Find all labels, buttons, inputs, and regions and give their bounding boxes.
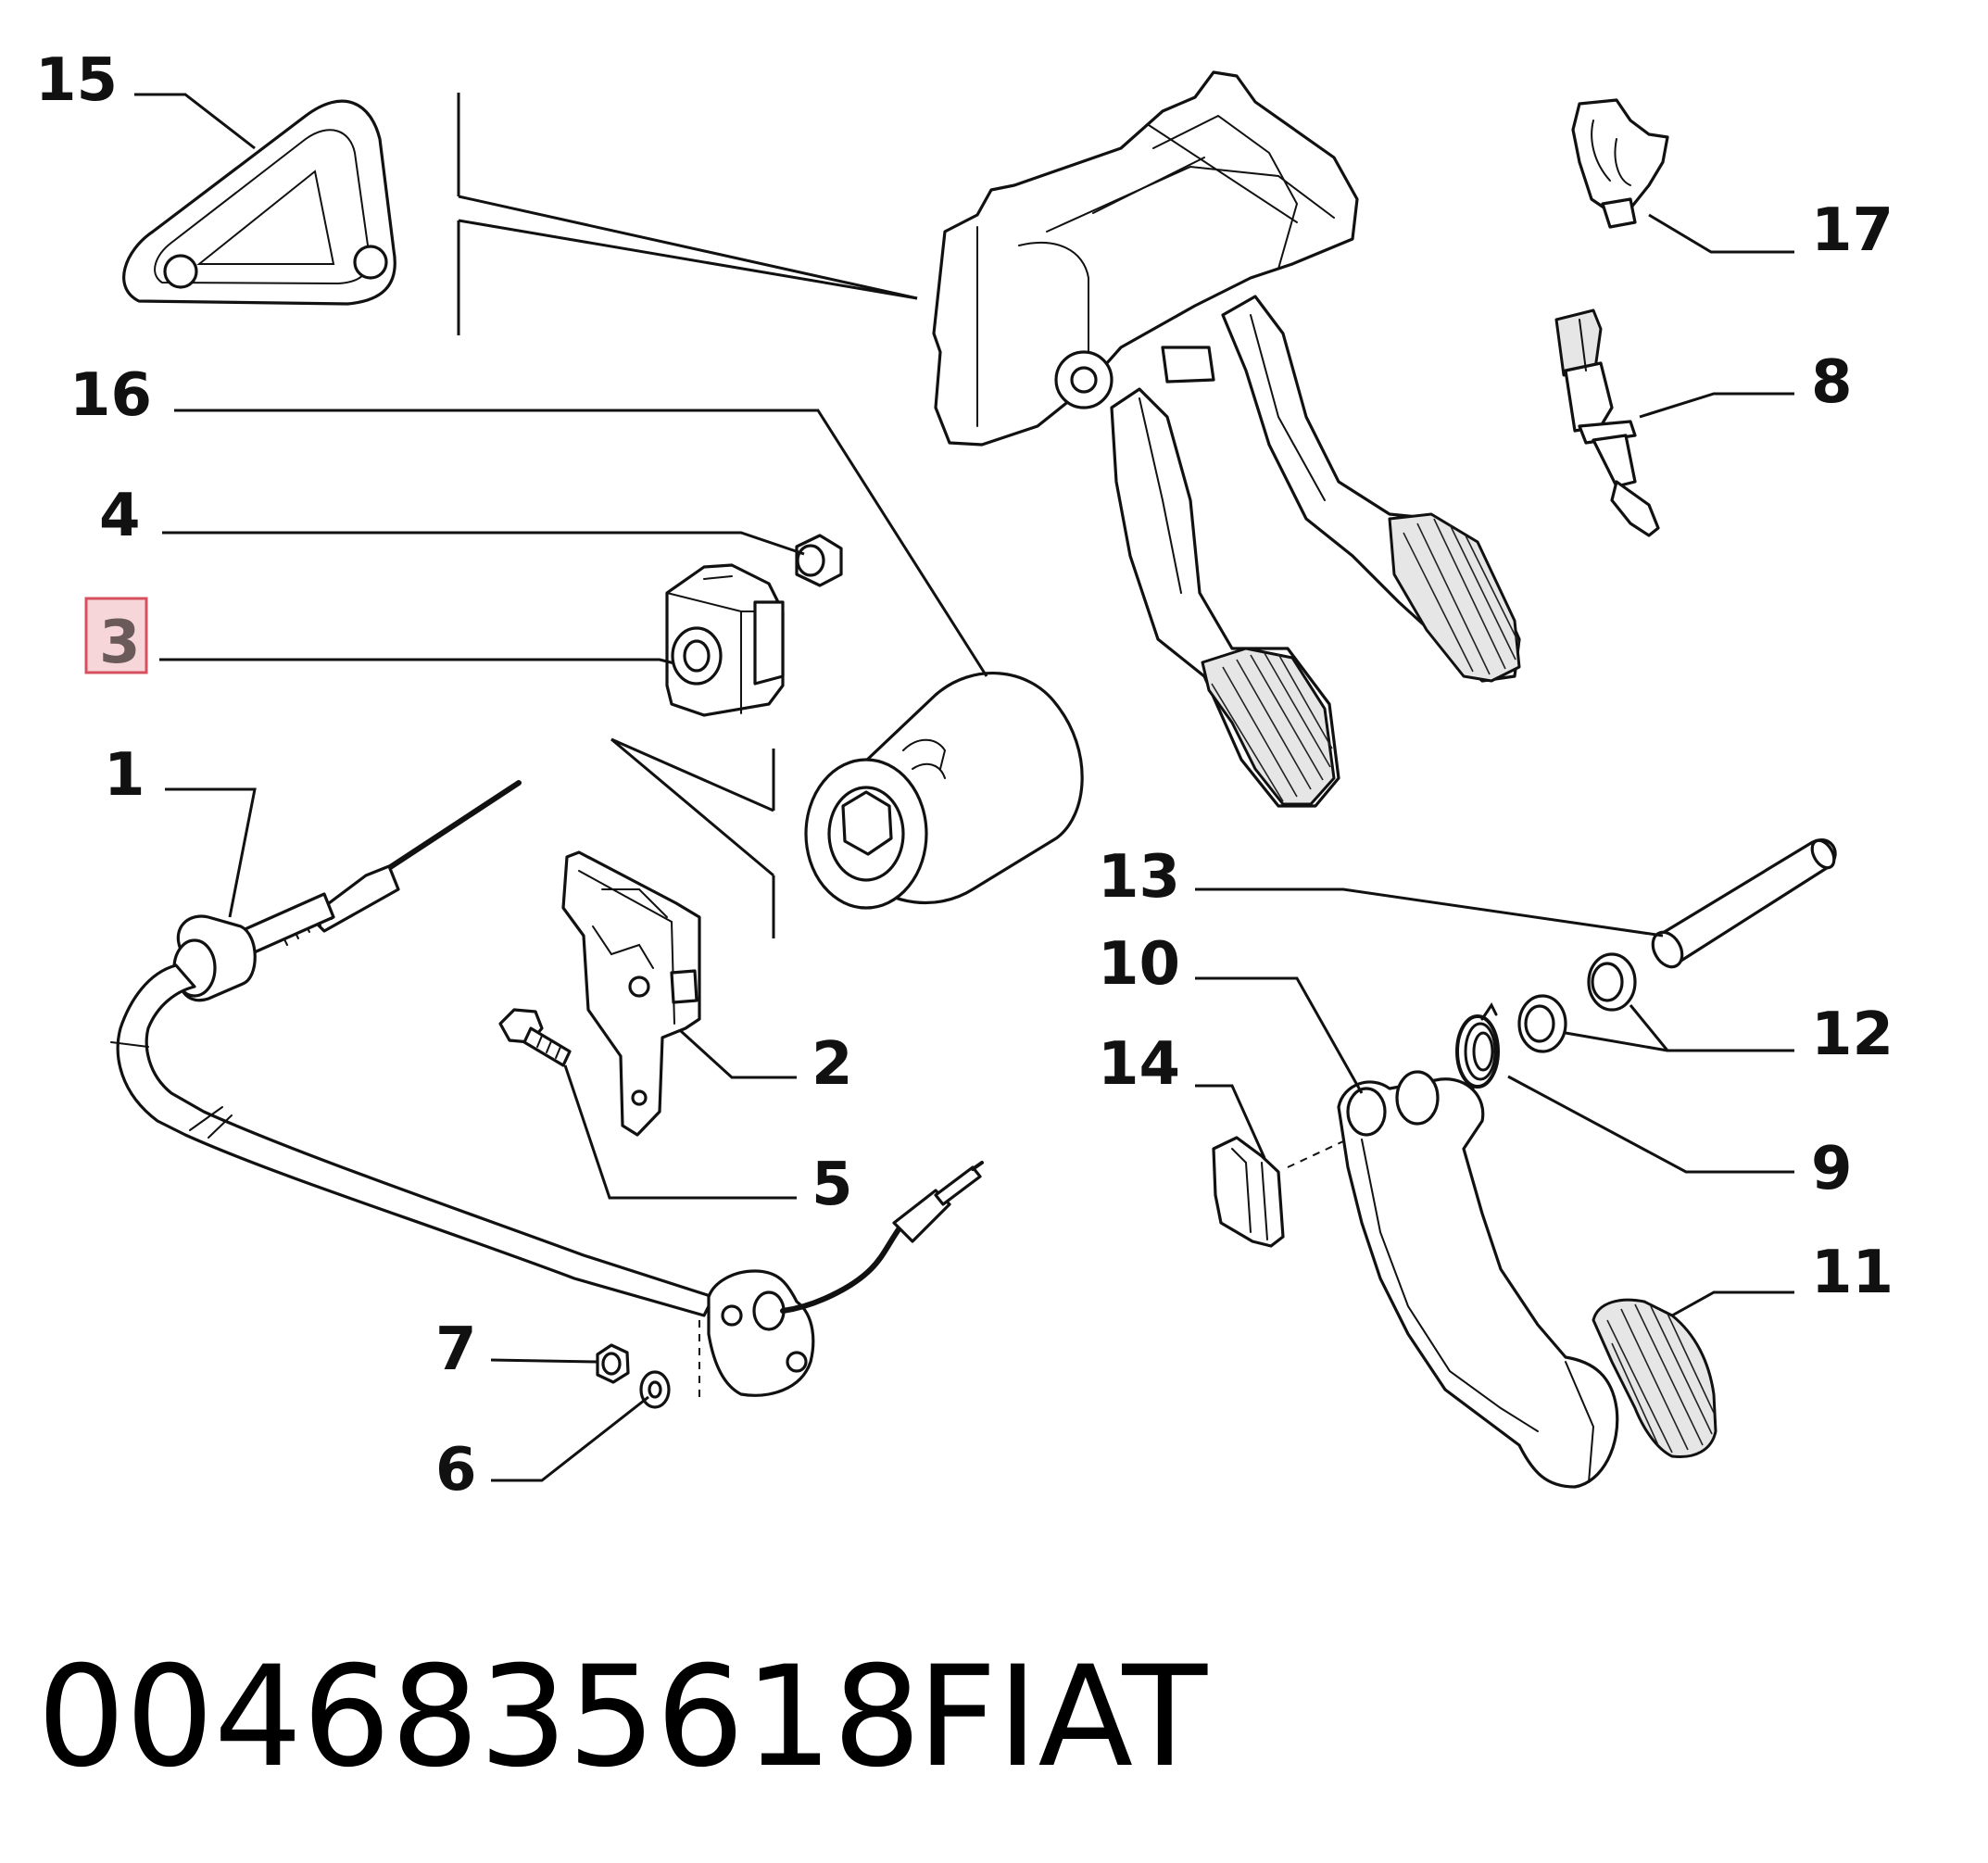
clip-part-14[interactable] <box>1212 1134 1358 1248</box>
right-pad-hatch <box>1403 518 1520 675</box>
leader-lines <box>134 93 1794 1482</box>
bolt-part-5[interactable] <box>498 1008 572 1067</box>
callout-1[interactable]: 1 <box>104 741 145 810</box>
bracket-part-3[interactable] <box>665 563 785 717</box>
assembly-bracket-top <box>457 93 918 335</box>
callout-15[interactable]: 15 <box>35 46 118 115</box>
footer: 0046835618 FIAT <box>37 1637 1208 1798</box>
callout-8[interactable]: 8 <box>1811 348 1853 417</box>
bracket-part-2[interactable] <box>561 850 701 1137</box>
brand-name: FIAT <box>917 1637 1208 1798</box>
pad-part-11[interactable] <box>1592 1298 1717 1459</box>
callout-2[interactable]: 2 <box>812 1030 853 1099</box>
callout-10[interactable]: 10 <box>1098 930 1180 999</box>
nut-part-4[interactable] <box>795 534 843 587</box>
callout-17[interactable]: 17 <box>1811 196 1894 265</box>
bushing-part-16[interactable] <box>804 672 1084 910</box>
callout-3[interactable]: 3 <box>99 609 141 677</box>
callout-16[interactable]: 16 <box>69 361 152 430</box>
cable-part-1[interactable] <box>110 780 984 1399</box>
switch-part-8[interactable] <box>1554 308 1660 537</box>
callout-13[interactable]: 13 <box>1098 843 1180 912</box>
callout-14[interactable]: 14 <box>1098 1030 1180 1099</box>
pedal-box-assembly[interactable] <box>932 70 1521 808</box>
callout-6[interactable]: 6 <box>435 1436 477 1504</box>
gasket-part-15[interactable] <box>122 99 396 306</box>
callout-9[interactable]: 9 <box>1811 1135 1853 1203</box>
part-number: 0046835618 <box>37 1637 921 1798</box>
bush-part-12[interactable] <box>1517 952 1637 1053</box>
left-pad-hatch <box>1211 652 1333 802</box>
nut-part-7[interactable] <box>596 1343 630 1384</box>
callout-7[interactable]: 7 <box>435 1315 477 1384</box>
pedal-arm-part-10[interactable] <box>1337 1070 1619 1489</box>
washer-part-6[interactable] <box>639 1370 671 1409</box>
callout-4[interactable]: 4 <box>99 482 141 550</box>
clip-part-17[interactable] <box>1571 98 1669 229</box>
callout-5[interactable]: 5 <box>812 1151 853 1219</box>
selected-callout-highlight <box>84 597 148 674</box>
pad-11-hatch <box>1606 1303 1715 1454</box>
callout-11[interactable]: 11 <box>1811 1239 1894 1307</box>
assembly-bracket-mid <box>610 737 775 938</box>
callout-labels: 15 16 4 3 1 2 5 7 6 17 8 13 10 14 12 9 1… <box>35 46 1894 1504</box>
callout-12[interactable]: 12 <box>1811 1001 1894 1069</box>
shaft-part-13[interactable] <box>1647 837 1839 972</box>
